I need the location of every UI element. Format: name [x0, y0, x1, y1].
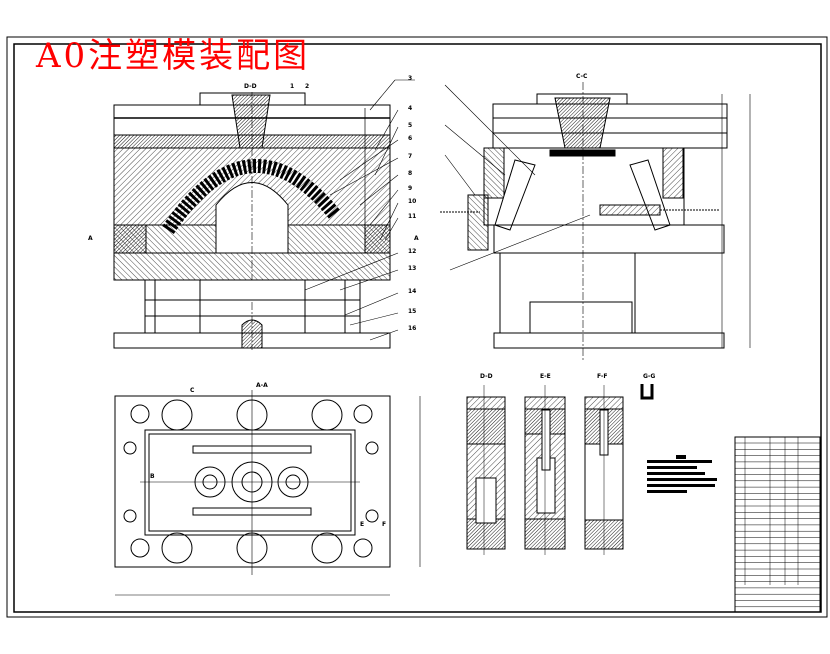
cut-mark-e: E	[360, 521, 364, 528]
part-number: 3	[408, 75, 412, 82]
cut-mark-f: F	[382, 521, 386, 528]
part-number: 5	[408, 122, 412, 129]
parts-list-title-block	[734, 436, 821, 613]
part-number: 10	[408, 198, 416, 205]
cut-mark-b: B	[150, 473, 155, 480]
part-number: 8	[408, 170, 412, 177]
part-number: 9	[408, 185, 412, 192]
view-label-plan: A-A	[256, 382, 268, 389]
front-section-view	[113, 92, 391, 350]
technical-notes	[647, 455, 717, 493]
view-label-front: D-D	[244, 83, 257, 90]
front-part-leaders	[304, 79, 415, 341]
part-number: 15	[408, 308, 416, 315]
detail-label-3: F-F	[597, 373, 608, 380]
side-section-view	[440, 82, 751, 360]
cut-mark-left: A	[88, 235, 93, 242]
part-number: 14	[408, 288, 416, 295]
part-number: 13	[408, 265, 416, 272]
part-number: 16	[408, 325, 416, 332]
part-number: 6	[408, 135, 412, 142]
plan-view	[114, 390, 421, 596]
part-number: 4	[408, 105, 412, 112]
detail-label-4: G-G	[643, 373, 655, 380]
part-number: 2	[305, 83, 309, 90]
drawing-title: A0注塑模装配图	[36, 36, 311, 76]
detail-label-2: E-E	[540, 373, 551, 380]
detail-sections	[466, 384, 654, 555]
part-number: 12	[408, 248, 416, 255]
part-number: 11	[408, 213, 416, 220]
outer-frame	[6, 36, 828, 618]
detail-label-1: D-D	[480, 373, 493, 380]
part-number: 1	[290, 83, 294, 90]
inner-frame	[13, 43, 822, 613]
cut-mark-c: C	[190, 387, 195, 394]
view-label-side: C-C	[576, 73, 588, 80]
part-number: 7	[408, 153, 412, 160]
cut-mark-right: A	[414, 235, 419, 242]
